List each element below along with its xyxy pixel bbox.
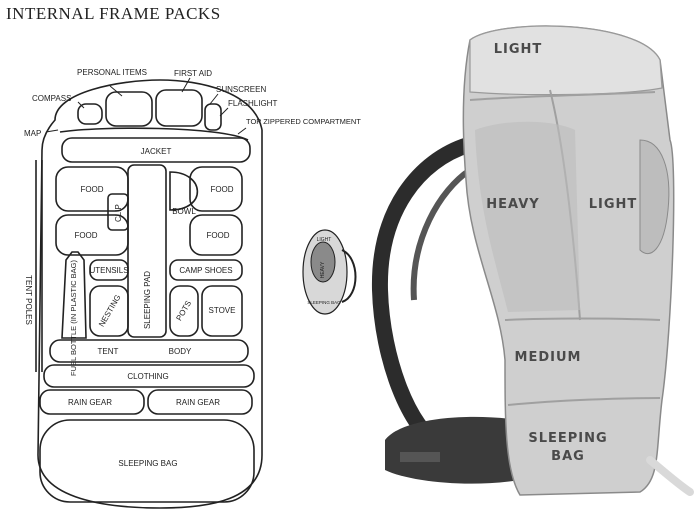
label-nesting: NESTING (97, 293, 123, 328)
label-sleeping-pad: SLEEPING PAD (143, 271, 152, 329)
hip-belt (385, 416, 520, 484)
label-bowl: BOWL (172, 207, 196, 216)
mini-label-sleeping-bag: SLEEPING BAG (307, 300, 341, 305)
jacket-compartment (61, 137, 251, 163)
label-clothing: CLOTHING (127, 372, 168, 381)
food-compartment-4 (189, 214, 243, 256)
side-pocket (639, 139, 670, 255)
page-title: INTERNAL FRAME PACKS (6, 4, 221, 23)
food-compartment-2 (189, 166, 243, 212)
hip-belt-buckle (400, 452, 440, 462)
label-map: MAP (24, 129, 41, 138)
label-body: BODY (169, 347, 192, 356)
pots-compartment (169, 285, 199, 337)
label-utensils: UTENSILS (89, 266, 128, 275)
mini-heavy-zone (310, 241, 336, 283)
heavy-zone (475, 121, 580, 312)
label-sleeping-bag: SLEEPING BAG (118, 459, 177, 468)
photo-label-heavy: HEAVY (486, 197, 539, 212)
leader-first-aid (181, 77, 191, 93)
label-food-1: FOOD (80, 185, 103, 194)
label-first-aid: FIRST AID (174, 69, 212, 78)
nesting-compartment (89, 285, 129, 337)
lid-seam (469, 91, 656, 101)
photo-label-light-side: LIGHT (589, 197, 638, 212)
label-personal-items: PERSONAL ITEMS (77, 68, 147, 77)
utensils-compartment (89, 259, 129, 281)
label-pots: POTS (174, 299, 193, 322)
mini-strap (341, 249, 357, 303)
pack-lid (469, 25, 663, 96)
label-clip: CLIP (114, 204, 123, 222)
strap-tail (646, 456, 694, 496)
mini-pack-diagram: LIGHT HEAVY SLEEPING BAG (302, 229, 357, 315)
label-rain-gear-2: RAIN GEAR (176, 398, 220, 407)
label-food-4: FOOD (206, 231, 229, 240)
label-food-3: FOOD (74, 231, 97, 240)
photo-label-light-top: LIGHT (494, 42, 543, 57)
pack-outline (37, 79, 263, 509)
photo-label-bag: BAG (551, 449, 585, 464)
personal-items-pocket (105, 91, 153, 127)
label-stove: STOVE (209, 306, 236, 315)
label-tent: TENT (98, 347, 119, 356)
label-food-2: FOOD (210, 185, 233, 194)
photo-label-medium: MEDIUM (515, 350, 582, 365)
leader-sunscreen (209, 93, 219, 105)
leader-compass (77, 101, 85, 109)
label-camp-shoes: CAMP SHOES (179, 266, 232, 275)
sleeping-bag-seam (507, 397, 661, 406)
rain-gear-compartment-1 (39, 389, 145, 415)
mini-label-light: LIGHT (317, 237, 332, 243)
leader-personal-items (109, 85, 123, 97)
shoulder-strap (371, 137, 476, 453)
label-flashlight: FLASHLIGHT (228, 99, 277, 108)
label-compass: COMPASS (32, 94, 71, 103)
label-sunscreen: SUNSCREEN (216, 85, 266, 94)
tent-body-compartment (49, 339, 249, 363)
flashlight-pocket (204, 103, 222, 131)
compass-pocket (77, 103, 103, 125)
label-tent-poles: TENT POLES (24, 275, 33, 325)
label-rain-gear-1: RAIN GEAR (68, 398, 112, 407)
backpack-photo: LIGHT HEAVY LIGHT MEDIUM SLEEPING BAG (371, 25, 694, 496)
first-aid-pocket (155, 89, 203, 127)
label-top-zippered: TOP ZIPPERED COMPARTMENT (246, 117, 361, 126)
photo-label-sleeping: SLEEPING (528, 431, 607, 446)
load-lifter (410, 167, 472, 301)
label-fuel-bottle: FUEL BOTTLE (IN PLASTIC BAG) (69, 260, 78, 376)
camp-shoes-compartment (169, 259, 243, 281)
medium-seam (504, 317, 661, 321)
stove-compartment (201, 285, 243, 337)
sleeping-bag-compartment (39, 419, 255, 503)
top-zippered-line (59, 127, 249, 141)
label-jacket: JACKET (141, 147, 172, 156)
fuel-bottle (61, 251, 87, 339)
mini-label-heavy: HEAVY (320, 261, 326, 278)
bowl-compartment (169, 171, 199, 211)
sleeping-pad (127, 164, 167, 338)
rain-gear-compartment-2 (147, 389, 253, 415)
clothing-compartment (43, 364, 255, 388)
leader-top-zippered (237, 127, 247, 135)
leader-map (45, 129, 59, 133)
leader-flashlight (219, 107, 229, 117)
